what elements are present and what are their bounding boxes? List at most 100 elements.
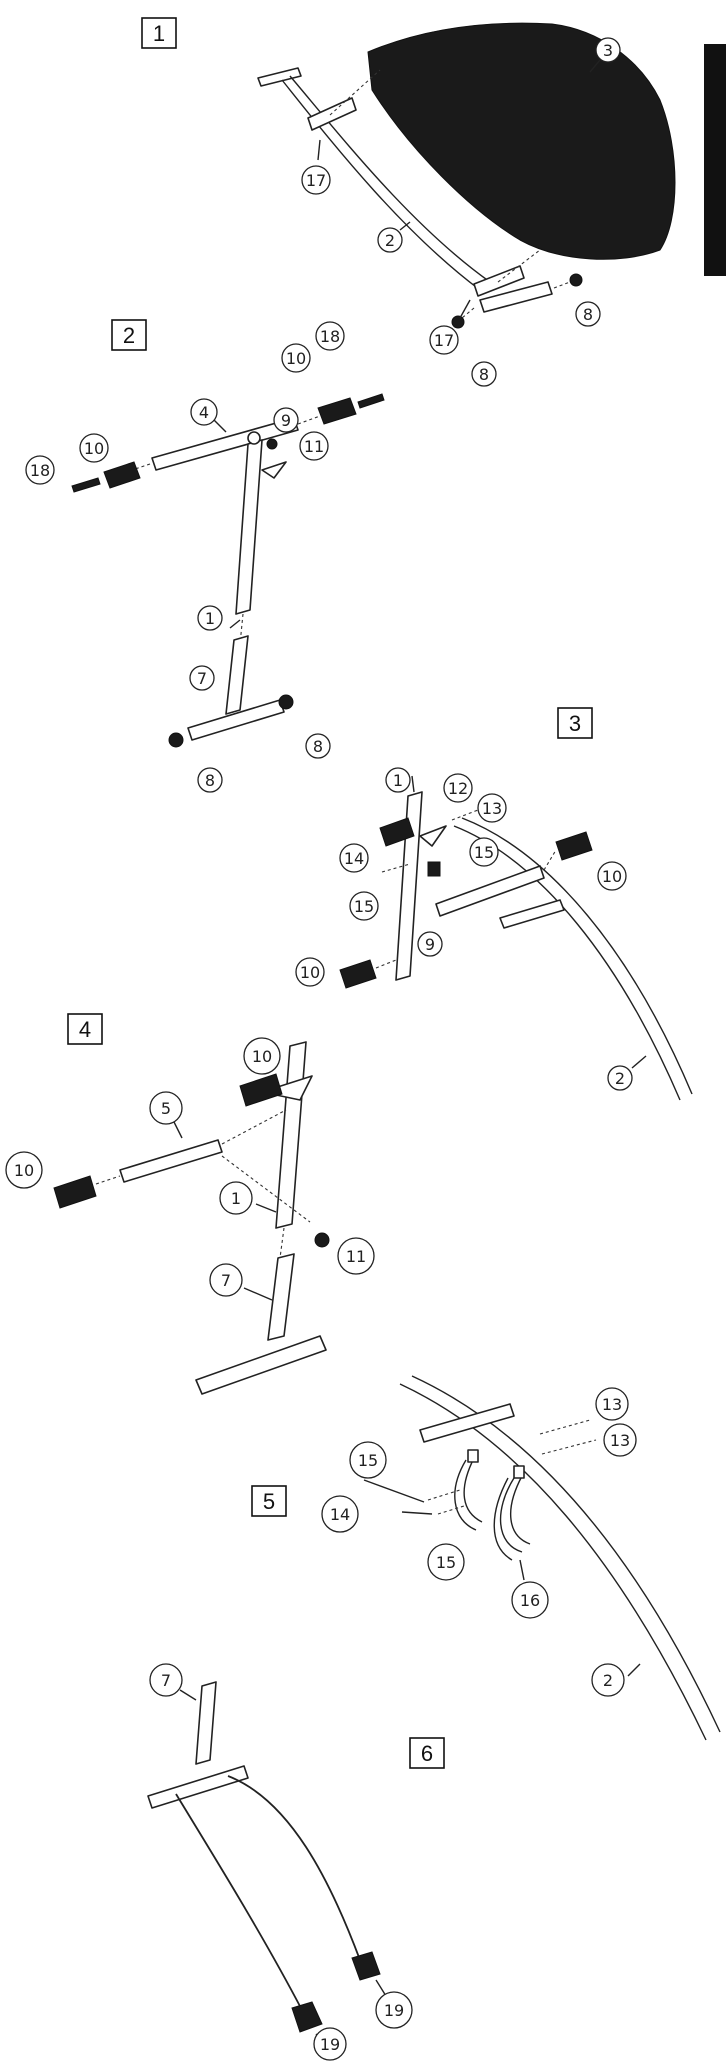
svg-text:11: 11: [304, 437, 324, 456]
step-6: 6 7 19 19: [147, 1663, 445, 2061]
step-1-label: 1: [141, 17, 177, 49]
frame-crossbar: [499, 899, 565, 929]
svg-text:8: 8: [583, 305, 593, 324]
callout-7: 7: [209, 1263, 243, 1297]
callout-3: 3: [595, 37, 621, 63]
foam-roller: [103, 461, 141, 489]
svg-text:13: 13: [482, 799, 502, 818]
upright-post: [235, 439, 263, 615]
callout-8: 8: [471, 361, 497, 387]
foam-roller: [317, 397, 357, 425]
hook: [499, 1475, 531, 1553]
callout-8: 8: [305, 733, 331, 759]
step-2-label: 2: [111, 319, 147, 351]
nut: [314, 1232, 330, 1248]
svg-text:15: 15: [358, 1451, 378, 1470]
callout-2: 2: [377, 227, 403, 253]
callout-13: 13: [477, 793, 507, 823]
step-6-label: 6: [409, 1737, 445, 1769]
callout-17: 17: [429, 325, 459, 355]
svg-text:16: 16: [520, 1591, 540, 1610]
step-1-number: 1: [153, 21, 165, 46]
step-4: 4 10 5 10 1 11 7: [5, 1013, 375, 1395]
step-6-number: 6: [421, 1741, 433, 1766]
frame-crossbar: [419, 1403, 515, 1443]
callout-7: 7: [149, 1663, 183, 1697]
svg-text:2: 2: [603, 1671, 613, 1690]
bracket: [427, 861, 441, 877]
svg-text:19: 19: [320, 2035, 340, 2054]
svg-text:18: 18: [320, 327, 340, 346]
callout-2: 2: [607, 1065, 633, 1091]
end-cap: [278, 694, 294, 710]
svg-text:1: 1: [393, 771, 403, 790]
svg-text:15: 15: [354, 897, 374, 916]
step-5: 5 13 13 15 14 15 16 2: [251, 1375, 721, 1741]
handle-bar: [435, 865, 545, 917]
callout-10: 10: [79, 433, 109, 463]
foam-roller: [339, 959, 377, 989]
base-crossbar: [147, 1765, 249, 1809]
svg-text:17: 17: [434, 331, 454, 350]
bench-frame-curve: [399, 1383, 707, 1741]
bracket: [467, 1449, 479, 1463]
svg-text:3: 3: [603, 41, 613, 60]
bench-frame-curve: [281, 79, 481, 291]
step-2-number: 2: [123, 323, 135, 348]
svg-text:19: 19: [384, 2001, 404, 2020]
short-bar: [119, 1139, 223, 1183]
callout-7: 7: [189, 665, 215, 691]
step-3-number: 3: [569, 711, 581, 736]
svg-text:5: 5: [161, 1099, 171, 1118]
callout-19: 19: [313, 2027, 347, 2061]
end-cap: [569, 273, 583, 287]
callout-1: 1: [219, 1181, 253, 1215]
svg-text:8: 8: [479, 365, 489, 384]
resistance-cable: [175, 1793, 303, 2011]
step-4-label: 4: [67, 1013, 103, 1045]
svg-text:8: 8: [205, 771, 215, 790]
hook: [454, 1457, 483, 1531]
callout-10: 10: [243, 1037, 281, 1075]
svg-text:1: 1: [205, 609, 215, 628]
pad-bracket-top: [307, 97, 357, 131]
svg-text:9: 9: [281, 411, 291, 430]
callout-2: 2: [591, 1663, 625, 1697]
foam-roller: [379, 817, 415, 847]
side-tab: [704, 44, 726, 276]
svg-text:8: 8: [313, 737, 323, 756]
callout-13: 13: [603, 1423, 637, 1457]
callout-15: 15: [469, 837, 499, 867]
step-3-label: 3: [557, 707, 593, 739]
step-4-number: 4: [79, 1017, 91, 1042]
bracket: [513, 1465, 525, 1479]
top-crossbar: [257, 67, 302, 87]
lower-leg: [267, 1253, 295, 1341]
callout-12: 12: [443, 773, 473, 803]
cable-handle: [291, 2001, 323, 2033]
step-5-number: 5: [263, 1489, 275, 1514]
svg-text:10: 10: [252, 1047, 272, 1066]
foam-roller: [239, 1073, 283, 1107]
svg-text:13: 13: [610, 1431, 630, 1450]
knob: [247, 431, 261, 445]
pin: [357, 393, 385, 409]
svg-text:14: 14: [330, 1505, 350, 1524]
callout-5: 5: [149, 1091, 183, 1125]
callout-10: 10: [597, 861, 627, 891]
svg-text:14: 14: [344, 849, 364, 868]
svg-text:9: 9: [425, 935, 435, 954]
callout-10: 10: [5, 1151, 43, 1189]
svg-text:17: 17: [306, 171, 326, 190]
callout-15: 15: [427, 1543, 465, 1581]
svg-text:1: 1: [231, 1189, 241, 1208]
callout-13: 13: [595, 1387, 629, 1421]
bottom-crossbar: [479, 281, 553, 313]
svg-text:7: 7: [197, 669, 207, 688]
callout-14: 14: [339, 843, 369, 873]
svg-text:10: 10: [286, 349, 306, 368]
pin: [71, 477, 101, 493]
step-3: 3 1 12 13 14 15 15 10 9 10 2: [295, 707, 693, 1101]
foam-roller: [53, 1175, 97, 1209]
